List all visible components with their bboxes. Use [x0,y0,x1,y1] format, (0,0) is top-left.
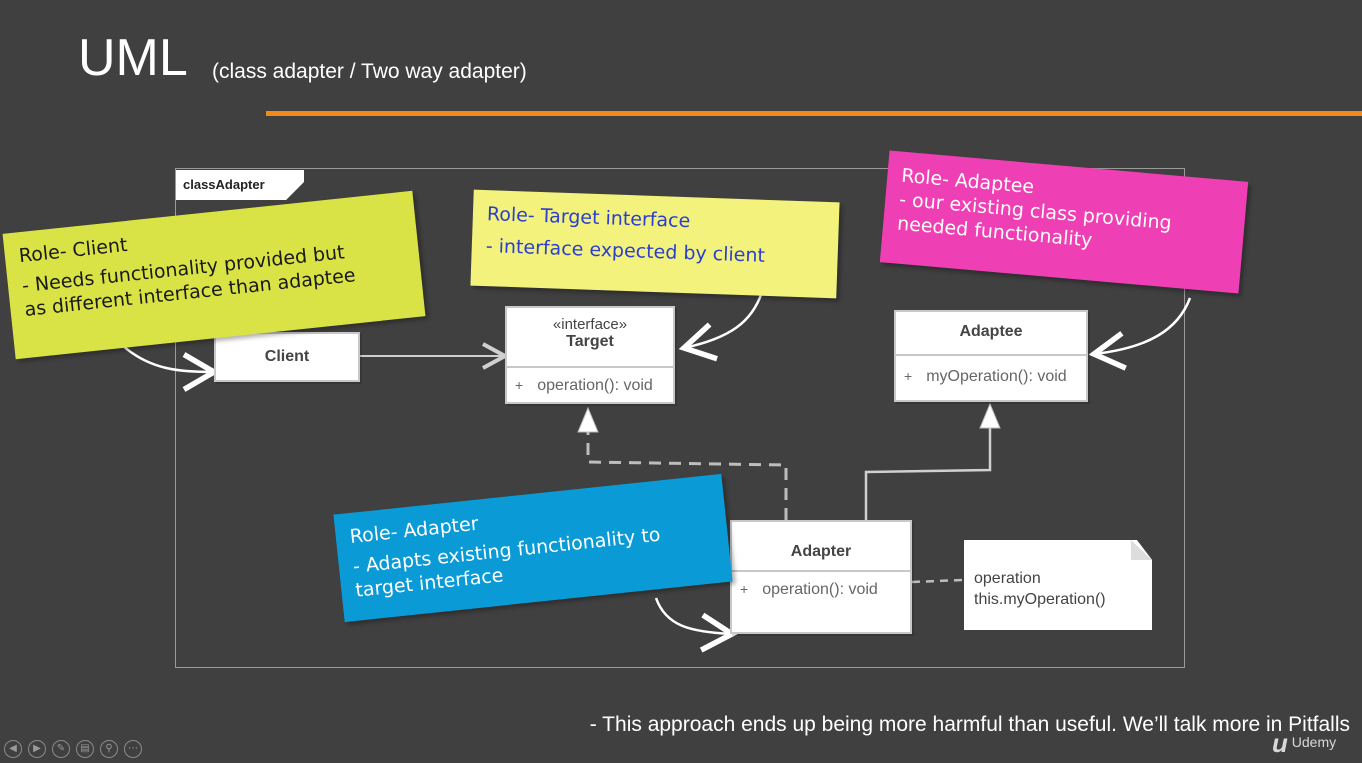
class-target-operation: operation(): void [537,377,653,394]
visibility-marker: + [515,377,524,393]
code-note: operation this.myOperation() [964,540,1152,630]
class-adaptee-operation-row: + myOperation(): void [896,356,1086,397]
adapter-note-link [911,578,963,584]
target-note-pointer [678,291,764,362]
udemy-watermark-text: Udemy [1291,734,1337,751]
adaptee-note-pointer [1088,297,1192,371]
adapter-adaptee-generalization [864,428,992,520]
note-target-line-1: Role- Target interface [486,203,691,233]
zoom-icon[interactable]: ⚲ [100,740,118,758]
class-adaptee: Adaptee + myOperation(): void [894,310,1088,402]
udemy-watermark: u Udemy [1272,728,1336,759]
class-adaptee-name: Adaptee [896,312,1086,356]
class-adapter-operation-row: + operation(): void [732,572,910,607]
class-target-name: Target [566,333,614,350]
class-adapter-operation: operation(): void [762,581,878,598]
class-adapter-name: Adapter [732,522,910,572]
class-target-header: «interface» Target [507,308,673,368]
visibility-marker: + [904,368,913,384]
previous-icon[interactable]: ◀ [4,740,22,758]
note-target-line-2: - interface expected by client [485,235,766,267]
generalization-arrowhead [979,402,1001,429]
realization-arrowhead [577,406,599,433]
visibility-marker: + [740,581,749,597]
slide-title: UML [78,29,188,87]
class-adaptee-operation: myOperation(): void [926,368,1067,385]
adapter-target-realization [586,432,788,520]
more-icon[interactable]: ⋯ [124,740,142,758]
sticky-note-target: Role- Target interface - interface expec… [470,189,840,299]
slides-icon[interactable]: ▤ [76,740,94,758]
udemy-logo-icon: u [1272,728,1288,758]
class-target-operation-row: + operation(): void [507,368,673,403]
slide-subtitle: (class adapter / Two way adapter) [212,60,527,83]
diagram-frame-label: classAdapter [176,170,304,200]
class-target-stereotype: «interface» [552,316,628,333]
slide-player-controls: ◀ ▶ ✎ ▤ ⚲ ⋯ [4,740,142,758]
client-note-pointer [121,344,220,392]
code-note-line-1: operation [974,570,1041,587]
accent-divider [266,111,1362,116]
class-target: «interface» Target + operation(): void [505,306,675,404]
class-adapter: Adapter + operation(): void [730,520,912,634]
next-icon[interactable]: ▶ [28,740,46,758]
class-client-name: Client [264,348,310,365]
adapter-note-pointer [654,597,738,653]
code-note-line-2: this.myOperation() [974,591,1106,608]
class-client: Client [214,332,360,382]
pen-icon[interactable]: ✎ [52,740,70,758]
slide-footer-note: - This approach ends up being more harmf… [589,713,1350,736]
